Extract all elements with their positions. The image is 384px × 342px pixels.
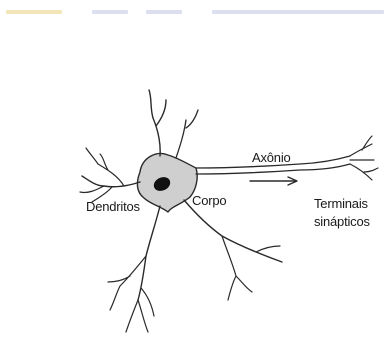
label-dendrites: Dendritos <box>86 199 140 214</box>
dendrite-top <box>149 90 166 156</box>
dendrite-left-main <box>82 176 140 187</box>
label-cell-body: Corpo <box>192 193 226 208</box>
label-terminals-line1: Terminais <box>314 196 368 211</box>
synaptic-terminals <box>350 136 378 180</box>
label-terminals-line2: sinápticos <box>314 214 370 229</box>
dendrite-bottom <box>138 206 160 300</box>
label-axon: Axônio <box>252 150 291 165</box>
dendrite-lower-right <box>184 200 282 262</box>
dendrite-upper-right <box>176 110 198 158</box>
dendrite-lower-right-branches <box>222 236 280 300</box>
dendrite-left-branch-2 <box>86 148 124 186</box>
dendrite-bottom-branches <box>108 256 154 332</box>
